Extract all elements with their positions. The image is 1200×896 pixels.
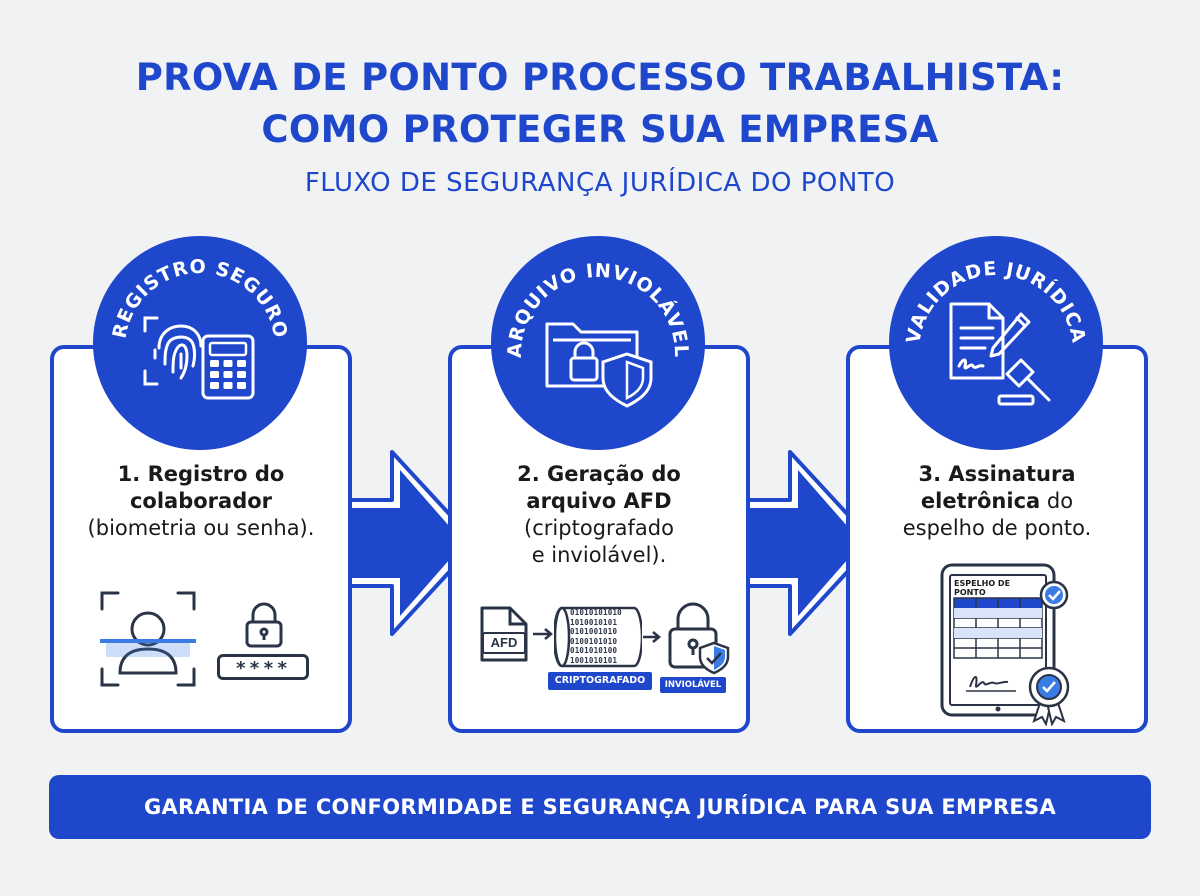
step-1-description: (biometria ou senha). <box>87 516 315 540</box>
inviolable-tag: INVIOLÁVEL <box>660 677 726 693</box>
step-3-description: espelho de ponto. <box>902 516 1092 540</box>
password-mask: **** <box>235 658 291 679</box>
step-card-3: 3. Assinatura eletrônica do espelho de p… <box>846 345 1148 733</box>
step-3-text: 3. Assinatura eletrônica do espelho de p… <box>850 461 1144 542</box>
arrow-right-icon <box>533 628 553 640</box>
title-line-1: PROVA DE PONTO PROCESSO TRABALHISTA: <box>135 56 1065 99</box>
lock-shield-icon <box>668 602 730 675</box>
step-2-description-line-1: (criptografado <box>524 516 674 540</box>
badge-text-registro-seguro: REGISTRO SEGURO <box>109 256 292 341</box>
step-card-2: 2. Geração do arquivo AFD (criptografado… <box>448 345 750 733</box>
badge-circle-validade-juridica: VALIDADE JURÍDICA <box>889 236 1103 450</box>
page-title: PROVA DE PONTO PROCESSO TRABALHISTA: COM… <box>0 52 1200 156</box>
binary-data: 01010101010 1010010101 0101001010 010010… <box>570 608 622 665</box>
step-2-title-line-2: arquivo AFD <box>526 489 672 513</box>
folder-lock-shield-icon: ARQUIVO INVIOLÁVEL <box>504 260 692 408</box>
afd-file-label: AFD <box>482 632 526 654</box>
step-1-title-line-2: colaborador <box>129 489 273 513</box>
guarantee-banner: GARANTIA DE CONFORMIDADE E SEGURANÇA JUR… <box>49 775 1151 839</box>
lock-icon <box>245 602 283 648</box>
badge-text-validade-juridica: VALIDADE JURÍDICA <box>902 258 1089 345</box>
step-2-description-line-2: e inviolável). <box>531 543 667 567</box>
encryption-cylinder-icon <box>554 606 642 668</box>
tablet-label: ESPELHO DE PONTO <box>954 579 1011 597</box>
arrow-right-icon <box>643 631 661 643</box>
title-line-2: COMO PROTEGER SUA EMPRESA <box>261 108 939 151</box>
badge-text-arquivo-inviolavel: ARQUIVO INVIOLÁVEL <box>504 260 692 359</box>
step-3-title-line-1: 3. Assinatura <box>918 462 1076 486</box>
badge-circle-registro-seguro: REGISTRO SEGURO <box>93 236 307 450</box>
document-gavel-icon: VALIDADE JURÍDICA <box>902 258 1089 406</box>
tablet-icon <box>940 563 1070 726</box>
step-1-text: 1. Registro do colaborador (biometria ou… <box>54 461 348 542</box>
fingerprint-keypad-icon: REGISTRO SEGURO <box>109 256 292 400</box>
step-1-title-line-1: 1. Registro do <box>117 462 285 486</box>
face-scan-icon <box>100 591 196 687</box>
step-card-1: 1. Registro do colaborador (biometria ou… <box>50 345 352 733</box>
badge-circle-arquivo-inviolavel: ARQUIVO INVIOLÁVEL <box>491 236 705 450</box>
password-field: **** <box>217 654 309 680</box>
page-subtitle: FLUXO DE SEGURANÇA JURÍDICA DO PONTO <box>304 168 896 198</box>
step-3-title-line-2: eletrônica do <box>920 489 1074 513</box>
encrypted-tag: CRIPTOGRAFADO <box>548 672 652 690</box>
step-2-title-line-1: 2. Geração do <box>517 462 681 486</box>
step-2-text: 2. Geração do arquivo AFD (criptografado… <box>452 461 746 569</box>
